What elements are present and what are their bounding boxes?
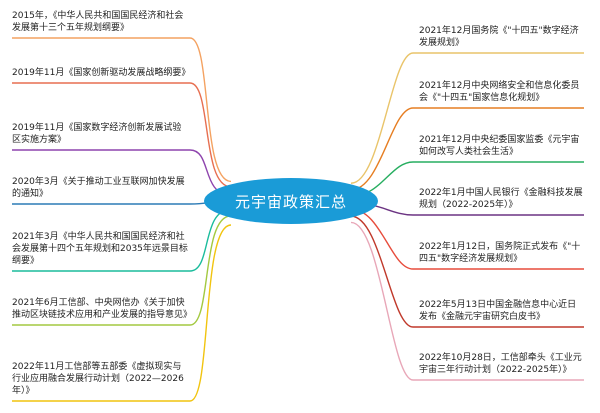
connector-right-1 (350, 52, 414, 184)
policy-item-right-1: 2021年12月国务院《"十四五"数字经济发展规划》 (419, 26, 579, 48)
policy-item-left-7: 2022年11月工信部等五部委《虚拟现实与行业应用融合发展行动计划（2022—2… (12, 362, 184, 396)
policy-item-right-4: 2022年1月中国人民银行《金融科技发展规划（2022-2025年）》 (419, 188, 583, 210)
connector-right-7 (350, 221, 414, 381)
connector-left-2 (189, 82, 232, 188)
policy-item-left-3: 2019年11月《国家数字经济创新发展试验区实施方案》 (12, 123, 182, 145)
connector-left-7 (189, 224, 232, 402)
policy-item-left-1: 2015年，《中华人民共和国国民经济和社会发展第十三个五年规划纲要》 (12, 11, 184, 33)
policy-item-left-4: 2020年3月《关于推动工业互联网加快发展的通知》 (12, 177, 185, 199)
policy-item-right-6: 2022年5月13日中国金融信息中心近日发布《金融元宇宙研究白皮书》 (419, 300, 577, 322)
policy-item-right-7: 2022年10月28日，工信部牵头《工业元宇宙三年行动计划（2022-2025年… (419, 353, 582, 375)
policy-item-left-5: 2021年3月《中华人民共和国国民经济和社会发展第十四个五年规划和2035年远景… (12, 232, 188, 266)
policy-item-right-3: 2021年12月中央纪委国家监委《元宇宙如何改写人类社会生活》 (419, 135, 580, 157)
connector-left-1 (189, 37, 232, 183)
center-ellipse (204, 178, 378, 224)
policy-item-left-6: 2021年6月工信部、中央网信办《关于加快推动区块链技术应用和产业发展的指导意见… (12, 298, 193, 320)
connector-left-6 (189, 215, 232, 326)
connector-right-2 (350, 107, 414, 191)
policy-item-left-2: 2019年11月《国家创新驱动发展战略纲要》 (12, 68, 191, 78)
center-topic: 元宇宙政策汇总 (234, 192, 347, 211)
policy-item-right-2: 2021年12月中央网络安全和信息化委员会《"十四五"国家信息化规划》 (419, 81, 580, 103)
policy-item-right-5: 2022年1月12日，国务院正式发布《"十四五"数字经济发展规划》 (419, 242, 581, 264)
branch-lines (12, 37, 584, 402)
connector-right-6 (350, 215, 414, 328)
